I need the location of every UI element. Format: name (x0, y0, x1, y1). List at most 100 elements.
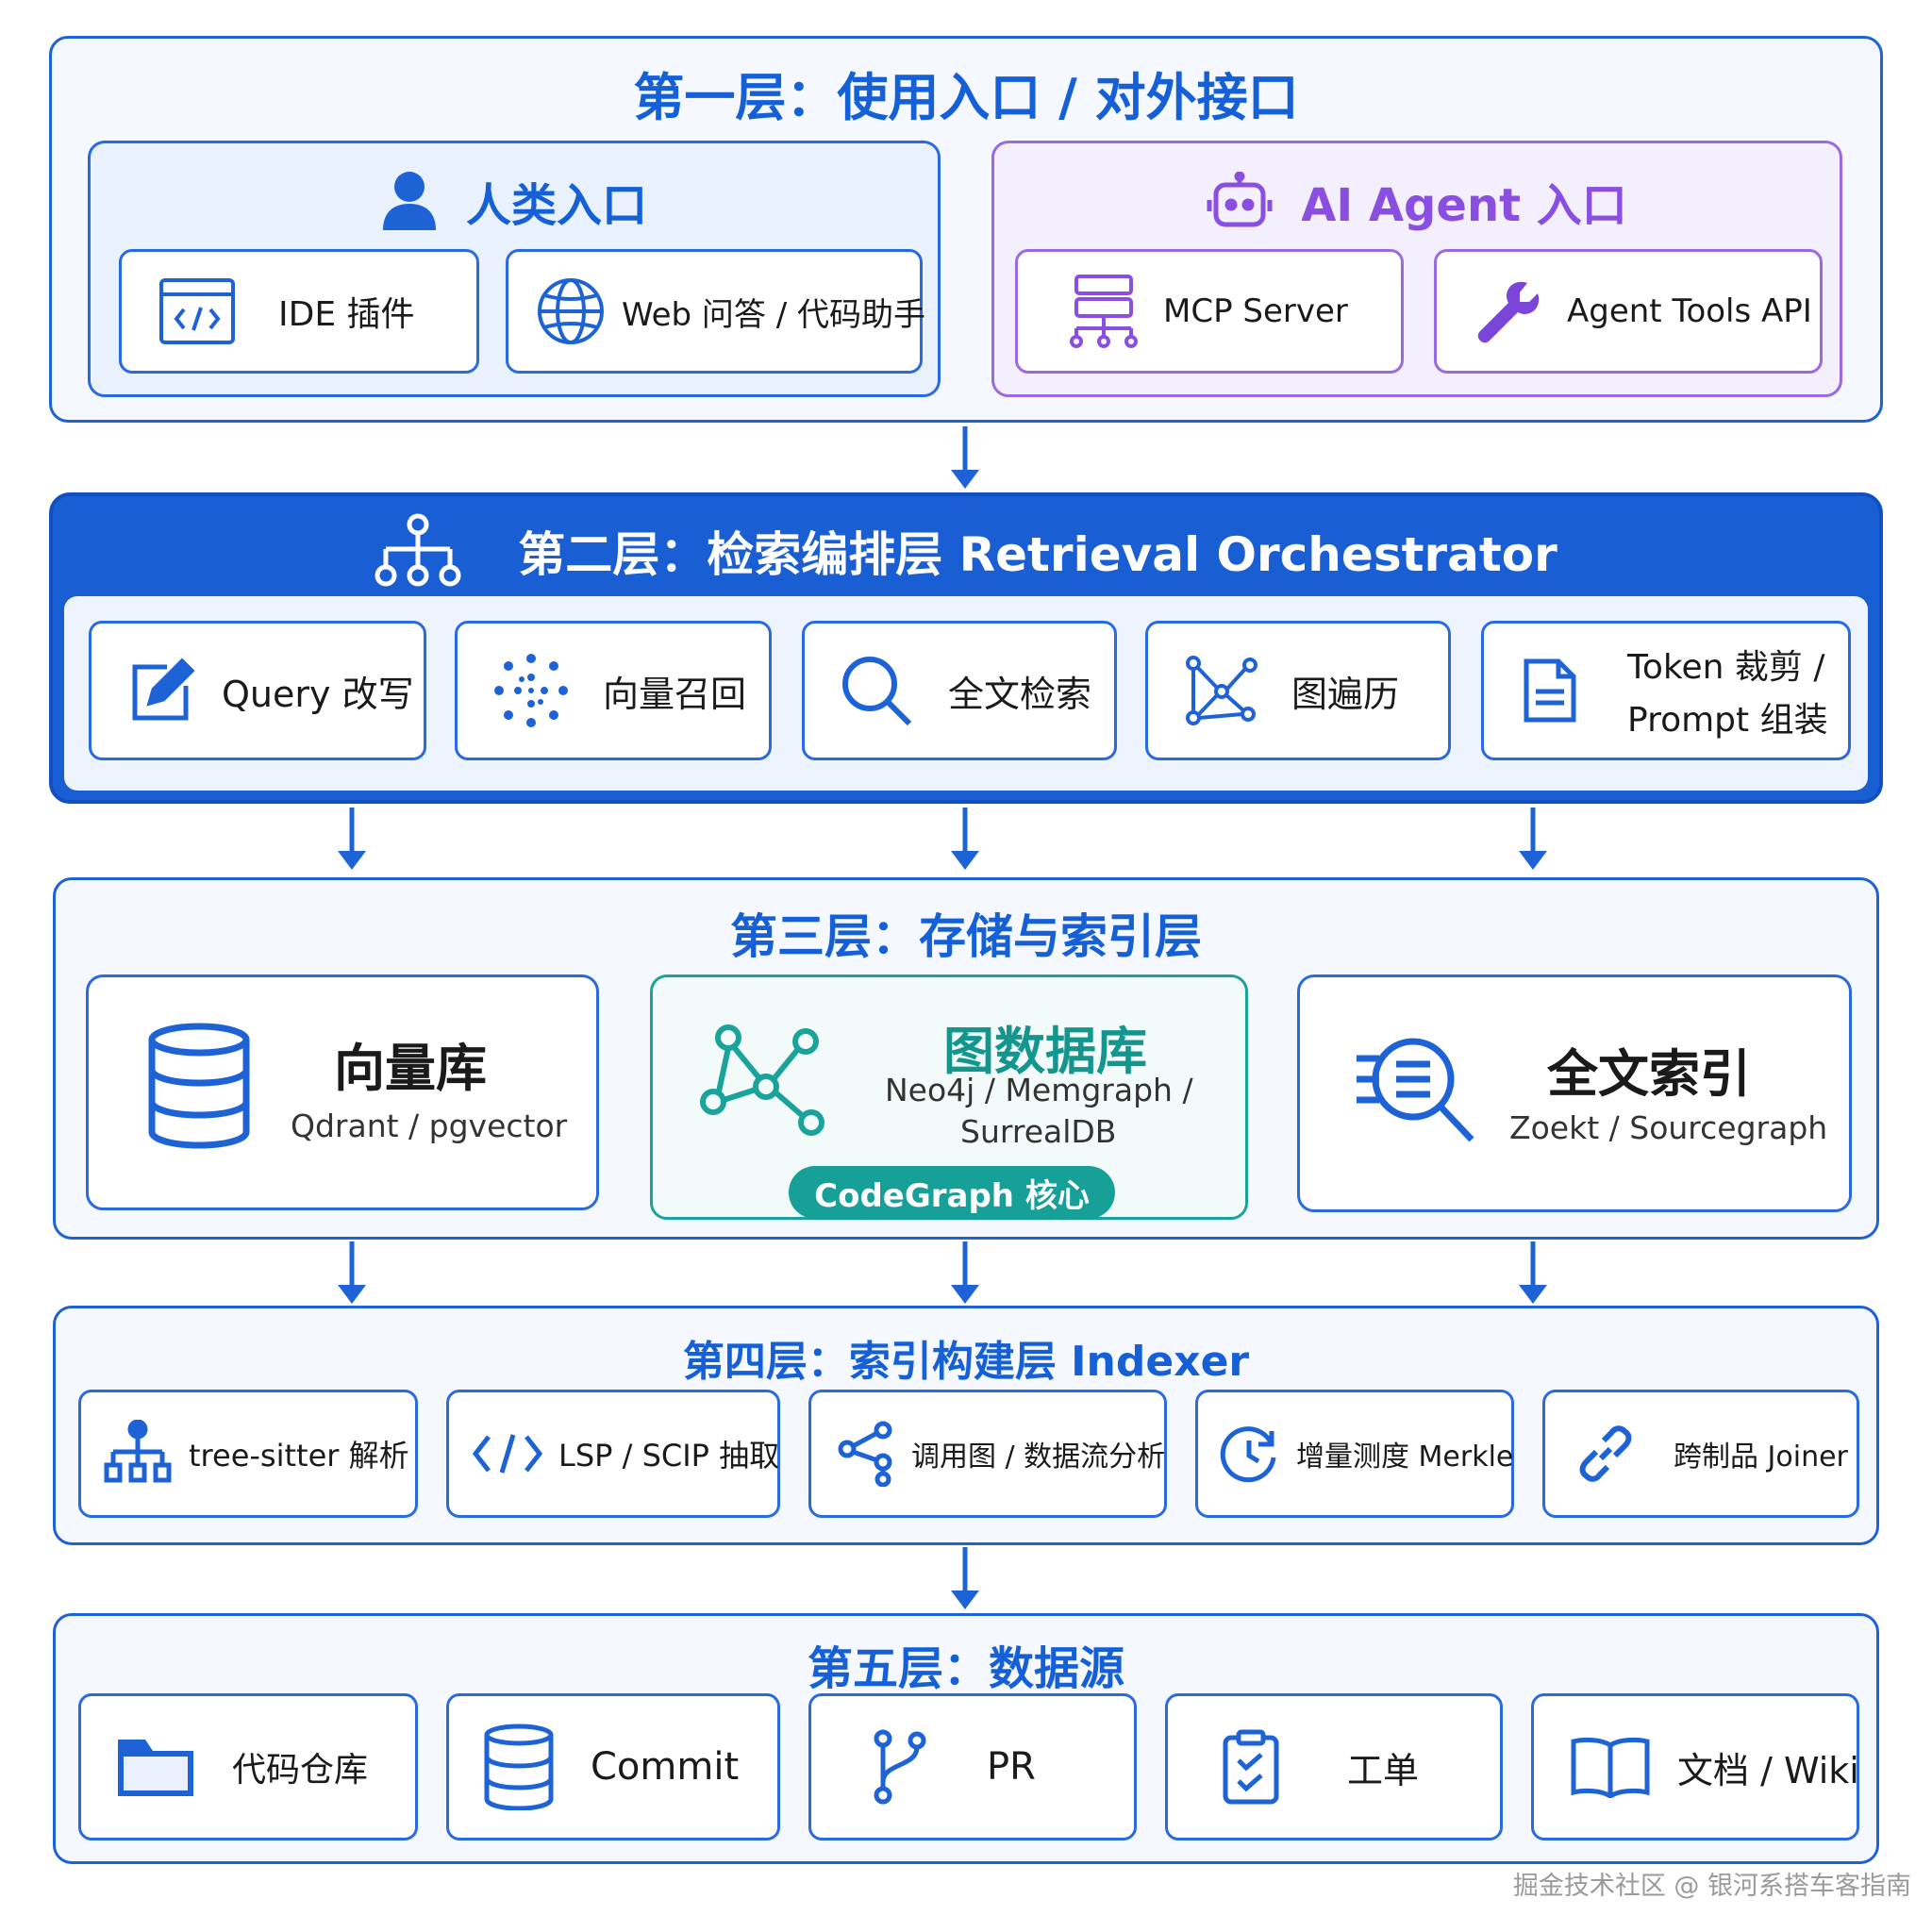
ticket-label: 工单 (1347, 1749, 1420, 1791)
docs-wiki-label: 文档 / Wiki (1677, 1749, 1859, 1791)
token-prompt-label-line2: Prompt 组装 (1627, 701, 1828, 740)
clipboard-check-icon (1221, 1728, 1281, 1806)
lsp-scip-card[interactable]: LSP / SCIP 抽取 (446, 1390, 780, 1518)
pr-card[interactable]: PR (808, 1693, 1137, 1840)
web-qa-card[interactable]: Web 问答 / 代码助手 (506, 249, 926, 374)
commit-card[interactable]: Commit (446, 1693, 780, 1840)
ide-plugin-label: IDE 插件 (278, 295, 415, 334)
layer-3-title: 第三层：存储与索引层 (730, 909, 1202, 964)
search-icon (839, 654, 914, 727)
ticket-card[interactable]: 工单 (1165, 1693, 1503, 1840)
vector-db-subtitle: Qdrant / pgvector (291, 1108, 568, 1144)
database-icon (483, 1724, 555, 1810)
flow-arrow (951, 426, 979, 489)
layer-5-title: 第五层：数据源 (807, 1642, 1124, 1695)
graph-db-card[interactable]: 图数据库 Neo4j / Memgraph / SurrealDB CodeGr… (650, 974, 1248, 1220)
graph-traversal-card[interactable]: 图遍历 (1145, 621, 1451, 760)
full-text-index-subtitle: Zoekt / Sourcegraph (1509, 1109, 1828, 1146)
git-branch-icon (872, 1729, 928, 1805)
full-text-search-card[interactable]: 全文检索 (802, 621, 1117, 760)
code-repo-card[interactable]: 代码仓库 (78, 1693, 418, 1840)
tree-sitter-card[interactable]: tree-sitter 解析 (78, 1390, 418, 1518)
mcp-server-card[interactable]: MCP Server (1015, 249, 1404, 374)
edit-icon (129, 658, 195, 724)
server-icon (1065, 274, 1142, 349)
user-icon (382, 172, 436, 230)
layer-3-panel: 第三层：存储与索引层 向量库 Qdrant / pgvector 图数据库 Ne… (53, 877, 1879, 1240)
code-brackets-icon (472, 1431, 543, 1476)
globe-icon (535, 276, 607, 346)
query-rewrite-label: Query 改写 (222, 673, 414, 715)
code-window-icon (150, 277, 244, 345)
agent-tools-api-label: Agent Tools API (1567, 292, 1812, 330)
layer-2-panel: 第二层：检索编排层 Retrieval Orchestrator Query 改… (49, 492, 1883, 804)
layer-4-panel: 第四层：索引构建层 Indexer tree-sitter 解析 LSP / S… (53, 1306, 1879, 1545)
database-icon (147, 1023, 251, 1153)
graph-traversal-label: 图遍历 (1291, 673, 1400, 715)
incremental-merkle-label: 增量测度 Merkle (1296, 1441, 1514, 1474)
web-qa-label: Web 问答 / 代码助手 (622, 295, 926, 334)
flow-arrow (951, 1547, 979, 1609)
commit-label: Commit (591, 1745, 740, 1789)
ide-plugin-card[interactable]: IDE 插件 (119, 249, 479, 374)
document-icon (1522, 658, 1578, 724)
mcp-server-label: MCP Server (1163, 292, 1348, 330)
flow-arrow (951, 1241, 979, 1304)
graph-db-subtitle-line2: SurrealDB (960, 1113, 1117, 1150)
text-search-icon (1353, 1026, 1481, 1153)
book-icon (1570, 1736, 1651, 1798)
share-nodes-icon (836, 1421, 896, 1487)
token-prompt-card[interactable]: Token 裁剪 / Prompt 组装 (1481, 621, 1851, 760)
codegraph-core-badge-text: CodeGraph 核心 (814, 1176, 1090, 1215)
link-icon (1575, 1424, 1636, 1484)
vector-db-title: 向量库 (334, 1039, 487, 1098)
cross-artifact-joiner-card[interactable]: 跨制品 Joiner (1542, 1390, 1859, 1518)
layer-5-panel: 第五层：数据源 代码仓库 Commit PR 工单 文档 / Wiki (53, 1613, 1879, 1864)
layer-1-title: 第一层：使用入口 / 对外接口 (633, 68, 1299, 127)
call-graph-card[interactable]: 调用图 / 数据流分析 (808, 1390, 1167, 1518)
query-rewrite-card[interactable]: Query 改写 (89, 621, 426, 760)
ai-agent-entry-title: AI Agent 入口 (1301, 179, 1627, 232)
docs-wiki-card[interactable]: 文档 / Wiki (1531, 1693, 1859, 1840)
layer-2-inner-panel: Query 改写 向量召回 全文检索 图遍历 Token 裁剪 / (64, 596, 1868, 791)
graph-db-title: 图数据库 (943, 1022, 1147, 1081)
flow-arrow (1519, 1241, 1547, 1304)
graph-db-subtitle-line1: Neo4j / Memgraph / (885, 1072, 1193, 1108)
clock-refresh-icon (1219, 1424, 1279, 1484)
graph-network-icon (700, 1024, 826, 1141)
folder-icon (115, 1734, 196, 1800)
token-prompt-label-line1: Token 裁剪 / (1627, 648, 1825, 687)
agent-tools-api-card[interactable]: Agent Tools API (1434, 249, 1823, 374)
code-repo-label: 代码仓库 (232, 1751, 369, 1790)
watermark: 掘金技术社区 @ 银河系搭车客指南 (1512, 1872, 1911, 1901)
wrench-icon (1471, 277, 1542, 345)
flow-arrow (951, 808, 979, 870)
vector-recall-card[interactable]: 向量召回 (455, 621, 772, 760)
cross-artifact-joiner-label: 跨制品 Joiner (1674, 1441, 1848, 1474)
full-text-index-title: 全文索引 (1547, 1044, 1751, 1104)
robot-icon (1207, 172, 1273, 227)
pr-label: PR (987, 1745, 1036, 1789)
flow-arrow (338, 808, 366, 870)
hierarchy-icon (375, 513, 461, 587)
layer-2-title: 第二层：检索编排层 Retrieval Orchestrator (518, 527, 1557, 582)
tree-icon (104, 1420, 172, 1488)
ai-agent-entry-group: AI Agent 入口 MCP Server Agent Tools API (991, 141, 1842, 397)
human-entry-group: 人类入口 IDE 插件 Web 问答 / 代码助手 (88, 141, 941, 397)
vector-db-card[interactable]: 向量库 Qdrant / pgvector (86, 974, 599, 1210)
layer-1-panel: 第一层：使用入口 / 对外接口 人类入口 IDE 插件 Web 问答 / 代码助… (49, 36, 1883, 423)
human-entry-title: 人类入口 (465, 179, 647, 232)
full-text-index-card[interactable]: 全文索引 Zoekt / Sourcegraph (1297, 974, 1852, 1212)
flow-arrow (1519, 808, 1547, 870)
flow-arrow (338, 1241, 366, 1304)
lsp-scip-label: LSP / SCIP 抽取 (558, 1438, 780, 1474)
dots-cluster-icon (493, 653, 569, 728)
graph-nodes-icon (1184, 656, 1259, 725)
codegraph-core-badge: CodeGraph 核心 (789, 1166, 1115, 1219)
tree-sitter-label: tree-sitter 解析 (189, 1438, 409, 1474)
full-text-search-label: 全文检索 (948, 673, 1092, 715)
layer-4-title: 第四层：索引构建层 Indexer (682, 1338, 1250, 1386)
incremental-merkle-card[interactable]: 增量测度 Merkle (1195, 1390, 1514, 1518)
call-graph-label: 调用图 / 数据流分析 (911, 1441, 1166, 1474)
vector-recall-label: 向量召回 (603, 673, 747, 715)
